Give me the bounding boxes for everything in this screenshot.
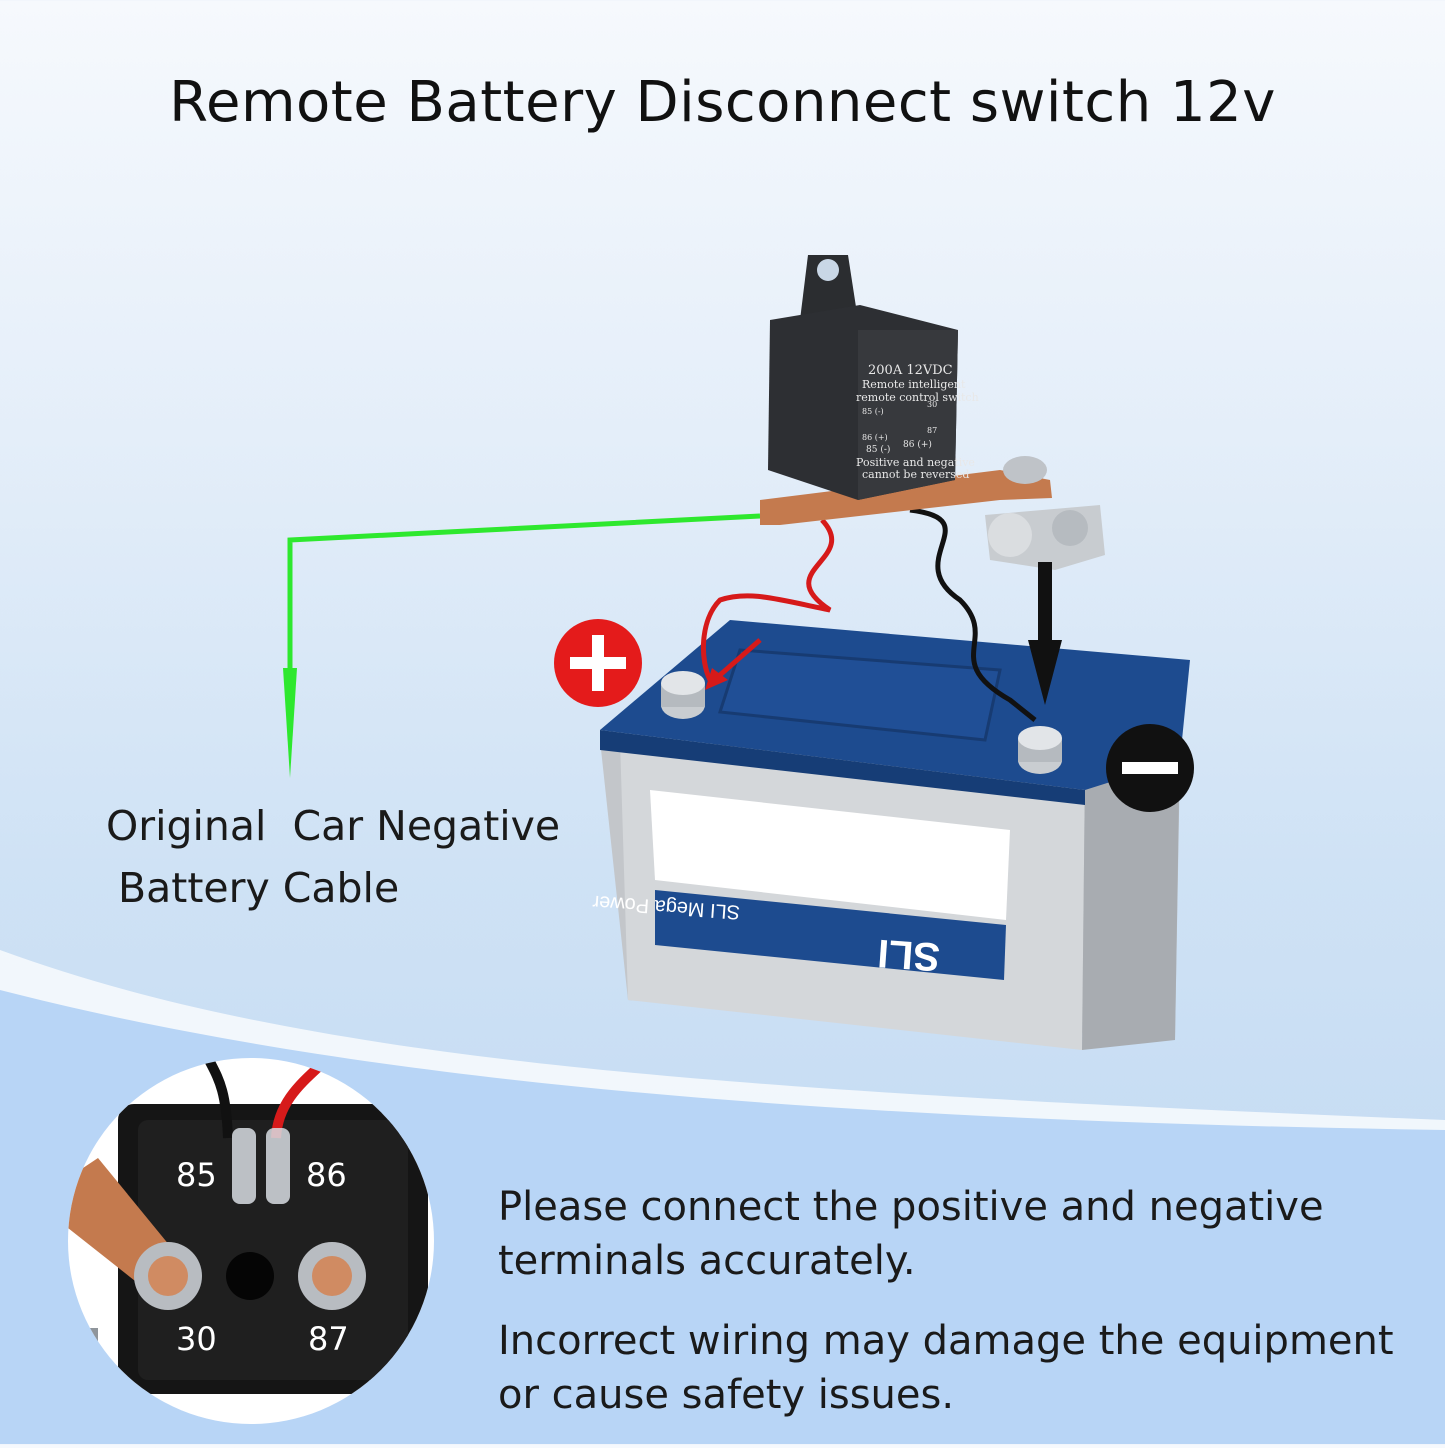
red-wire [700, 518, 835, 682]
battery-clamp [985, 505, 1105, 570]
relay-warning-line1: Positive and negative [856, 456, 975, 469]
relay-pin-85: 85 (-) [862, 407, 884, 416]
terminal-detail-inset: 85 86 30 87 [68, 1058, 434, 1424]
page-title: Remote Battery Disconnect switch 12v [169, 70, 1276, 135]
relay-warning-line2: cannot be reversed [862, 468, 969, 481]
relay-text-line1: Remote intelligent [862, 378, 966, 391]
relay-pin-87: 87 [927, 426, 937, 435]
cable-label-line2: Battery Cable [118, 864, 400, 912]
relay-pin-86: 86 (+) [862, 433, 888, 442]
battery [600, 620, 1190, 1050]
wiring-notice: Please connect the positive and negative… [498, 1180, 1418, 1448]
down-arrow-icon [1028, 562, 1062, 705]
copper-bus-bar [760, 470, 1052, 525]
terminal-30-label: 30 [176, 1320, 217, 1358]
cable-label: Original Car Negative Battery Cable [106, 795, 560, 919]
positive-badge-icon [554, 619, 642, 707]
notice-p2-line1: Incorrect wiring may damage the equipmen… [498, 1318, 1394, 1364]
notice-paragraph-2: Incorrect wiring may damage the equipmen… [498, 1314, 1418, 1422]
notice-p1-line1: Please connect the positive and negative [498, 1184, 1324, 1230]
relay-rating: 200A 12VDC [868, 363, 953, 378]
cable-label-line1: Original Car Negative [106, 802, 561, 850]
relay-switch [768, 255, 958, 500]
notice-p2-line2: or cause safety issues. [498, 1372, 955, 1418]
terminal-detail-graphic [68, 1058, 428, 1424]
battery-brand: SLI [876, 931, 941, 979]
terminal-85-label: 85 [176, 1156, 217, 1194]
terminal-87-label: 87 [308, 1320, 349, 1358]
relay-pin-86b: 86 (+) [903, 439, 932, 450]
relay-pin-30: 30 [927, 400, 937, 409]
negative-badge-icon [1106, 724, 1194, 812]
black-wire [909, 507, 1037, 722]
negative-cable-route-line [283, 513, 761, 778]
notice-paragraph-1: Please connect the positive and negative… [498, 1180, 1418, 1288]
notice-p1-line2: terminals accurately. [498, 1238, 916, 1284]
relay-text-line2: remote control switch [856, 391, 979, 404]
terminal-86-label: 86 [306, 1156, 347, 1194]
relay-pin-85b: 85 (-) [866, 444, 890, 455]
